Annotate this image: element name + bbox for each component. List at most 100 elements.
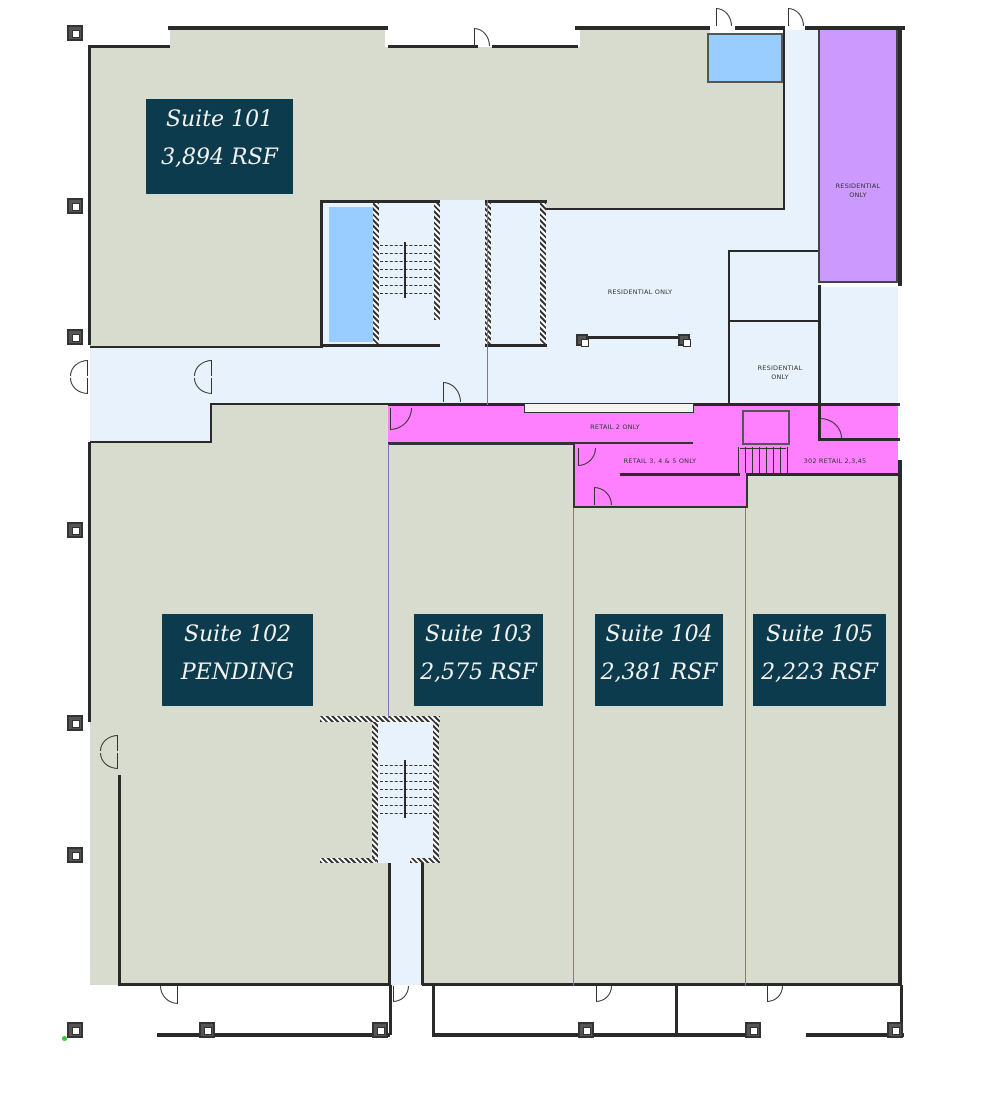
elevator-shaft-north [707,33,783,83]
door[interactable] [767,986,783,1002]
suite-104-area[interactable] [574,508,746,984]
suite-area: 2,223 RSF [761,660,878,685]
arcade-post-4 [900,985,903,1035]
column [67,847,83,863]
arcade-post-2 [432,985,435,1035]
door[interactable] [393,986,409,1002]
wall-core-south-top [320,716,440,722]
stair-south-tread [380,813,432,814]
wall-resid-inner-h2 [728,320,818,322]
stair-south-tread [380,765,432,766]
wall-corridor-bottom [90,441,212,443]
arcade-rail-west [157,1033,390,1037]
stair-north-tread [380,277,432,278]
corridor-west [90,347,210,442]
stair-north-tread [380,261,432,262]
retail-2-label: RETAIL 2 ONLY [590,423,640,431]
wall-south [118,983,390,986]
wall-retail-302-bottom [746,473,900,476]
column [745,1022,761,1038]
wall-west [88,45,91,345]
wall-north-b [388,45,478,48]
door[interactable] [716,8,732,26]
wall-core-shaft-left [485,203,491,346]
stair-retail-frame [738,447,788,473]
stair-north-tread [380,285,432,286]
property-line-104-105 [745,508,746,986]
suite-102-label[interactable]: Suite 102 PENDING [162,614,313,706]
suite-101-notch-right [580,30,710,50]
south-passage [390,863,422,985]
wall-core-south-left [372,718,378,863]
suite-101-label[interactable]: Suite 101 3,894 RSF [146,99,293,194]
wall-north-e [805,26,905,30]
suite-104-label[interactable]: Suite 104 2,381 RSF [595,614,723,706]
column [67,522,83,538]
suite-101-notch [170,30,385,50]
suite-status: PENDING [180,660,295,685]
wall-core-shaft-right [540,203,546,346]
wall-corridor-top [90,346,322,348]
residential-center-area [545,210,730,405]
fixture-bench [578,336,690,339]
column [199,1022,215,1038]
suite-name: Suite 105 [765,622,874,647]
wall-resid-inner-v [728,250,730,405]
wall-retail-345-inner [620,473,740,476]
retail-302-label: 302 RETAIL 2,3,45 [803,457,867,465]
arcade-rail-east [806,1033,904,1037]
suite-area: 2,381 RSF [600,660,718,685]
suite-105-area[interactable] [746,475,898,984]
fixture-post [576,334,589,347]
door[interactable] [160,986,178,1004]
wall-resid-top [545,208,785,210]
wall-lobby-bottom [818,438,900,441]
wall-north-bump [168,26,388,30]
column [372,1022,388,1038]
wall-west-b [88,442,91,722]
suite-area: 2,575 RSF [420,660,537,685]
double-door[interactable] [70,360,88,376]
retail-302-vestibule [742,410,790,445]
property-line-103-104 [573,508,574,986]
wall-resid-right [783,30,785,210]
wall-core-north-bottom [320,344,440,347]
wall-core-north-top2 [485,200,547,203]
column [67,715,83,731]
stair-south-tread [380,773,432,774]
door[interactable] [788,8,804,26]
wall-resid-inner-h [728,250,818,252]
door[interactable] [474,28,490,46]
wall-north-bump2 [575,26,710,30]
wall-north-a [88,45,170,48]
column [578,1022,594,1038]
wall-core-north-top [320,200,440,203]
wall-core-elev-div [373,203,379,346]
suite-name: Suite 102 [183,622,292,647]
residential-only-label: RESIDENTIAL ONLY [607,288,673,296]
wall-passage-right [421,863,424,985]
wall-east-lower [898,460,902,985]
suite-105-label[interactable]: Suite 105 2,223 RSF [753,614,886,706]
wall-corridor-step [210,403,212,443]
stair-north-tread [380,245,432,246]
stair-south-tread [380,781,432,782]
wall-core-south-bottom [320,858,376,863]
stair-south-tread [380,789,432,790]
wall-core-south-right [433,718,439,863]
stair-south-tread [380,805,432,806]
door[interactable] [596,986,612,1002]
suite-name: Suite 101 [165,107,274,132]
wall-corridor-south [210,403,390,405]
residential-only-zone[interactable] [818,27,898,283]
stair-north-tread [380,293,432,294]
residential-small-room [730,320,818,405]
column [67,329,83,345]
double-door[interactable] [70,378,88,394]
suite-103-label[interactable]: Suite 103 2,575 RSF [414,614,543,706]
column [67,1022,83,1038]
arcade-post-3 [675,985,678,1035]
wall-south-b [422,983,900,986]
wall-passage-left [388,863,391,985]
